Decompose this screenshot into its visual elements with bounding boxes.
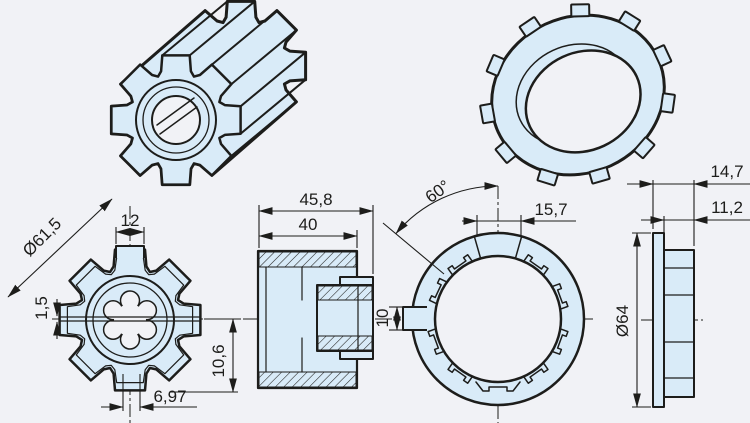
dim-label-ring-angle: 60°	[422, 176, 454, 206]
section-hub-hatch-top	[317, 285, 373, 301]
ring-iso-tooth	[485, 54, 506, 77]
ring-iso-tooth	[633, 136, 656, 160]
ring-tab-edge	[514, 235, 523, 260]
ring-key-tab	[402, 306, 427, 331]
section-view: 45,8 40	[243, 190, 392, 390]
ring-notch	[447, 362, 473, 384]
side-crown	[663, 249, 695, 398]
ring-iso-tooth	[518, 16, 542, 38]
adapter-iso-hub-ring	[135, 79, 217, 161]
adapter-front-hub-ring-inner	[92, 282, 168, 358]
section-hatch-bottom	[258, 371, 357, 388]
adapter-iso-bore	[151, 95, 201, 145]
ring-iso-tooth	[570, 3, 591, 18]
adapter-front-bore-center	[114, 304, 146, 336]
adapter-iso-ridge	[230, 100, 298, 157]
dim-label-front-diameter: Ø61,5	[19, 214, 65, 260]
ring-iso-tooth	[494, 141, 517, 164]
ring-notch	[552, 283, 569, 310]
ring-iso-tooth	[618, 10, 642, 32]
ring-iso-tooth	[479, 102, 496, 125]
ring-notch	[428, 277, 447, 305]
adapter-iso-ridge	[210, 9, 278, 66]
ring-bottom-bracket	[475, 381, 521, 392]
dim-label-ring-key: 10	[373, 309, 392, 328]
ring-notch	[427, 328, 444, 355]
adapter-iso-ridge	[239, 78, 307, 135]
dim-arc-ring-angle	[395, 182, 499, 234]
adapter-iso-ridge	[161, 0, 229, 57]
ring-notch	[447, 254, 473, 276]
adapter-iso-hub-ring-inner	[142, 86, 210, 154]
iso-view-ring	[479, 3, 676, 187]
ring-tab-edge	[473, 235, 482, 260]
side-flange	[652, 232, 665, 408]
side-view: Ø64 14,7 11,2	[613, 162, 750, 408]
adapter-iso-ridge-lines	[161, 0, 307, 157]
ring-notch	[552, 328, 569, 355]
adapter-front-hub-ring	[85, 275, 175, 365]
ring-iso-tooth	[536, 168, 559, 187]
ring-iso-tooth	[659, 92, 676, 114]
dim-label-side-diameter: Ø64	[613, 305, 632, 337]
adapter-front-top-tab	[115, 245, 145, 258]
dim-ray-ring-angle	[382, 222, 445, 275]
adapter-iso-ridge	[188, 0, 256, 57]
adapter-front-inner-wall	[66, 256, 194, 384]
dim-label-front-slot-width: 6,97	[153, 387, 186, 406]
adapter-iso-ridge	[230, 29, 298, 86]
dim-label-front-slot-height: 1,5	[32, 296, 51, 320]
dim-label-front-tab-width: 12	[121, 211, 140, 230]
dim-label-side-overall: 14,7	[710, 162, 743, 181]
dim-label-section-overall: 45,8	[299, 190, 332, 209]
ring-notch	[523, 362, 549, 384]
ring-bore	[433, 254, 563, 384]
adapter-iso-spline-line	[156, 97, 195, 126]
dim-label-front-center-offset: 10,6	[209, 344, 228, 377]
ring-notch	[523, 254, 549, 276]
ring-iso-teeth	[479, 3, 676, 187]
ring-iso-tooth	[652, 44, 673, 68]
adapter-iso-ridge	[239, 51, 307, 108]
dim-label-side-crown: 11,2	[711, 198, 743, 217]
ring-notches	[427, 254, 569, 384]
section-hatch-top	[258, 251, 357, 268]
dim-label-ring-tab: 15,7	[534, 200, 567, 219]
dim-label-section-body: 40	[299, 215, 318, 234]
ring-front-view: 60° 15,7 10	[373, 176, 594, 423]
ring-iso-tooth	[588, 166, 611, 185]
adapter-iso-spline-line	[159, 106, 198, 135]
ring-iso-opening	[524, 49, 642, 154]
iso-view-adapter	[109, 0, 308, 187]
dim-line-front-diameter	[7, 198, 113, 298]
section-hub-hatch-bottom	[317, 335, 373, 351]
